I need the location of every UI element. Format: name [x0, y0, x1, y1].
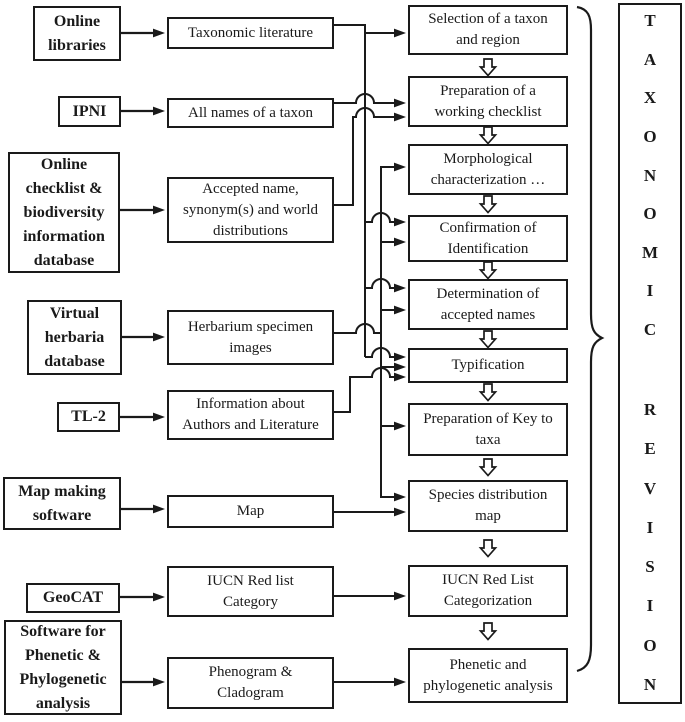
node-preparation-key-taxa: Preparation of Key to taxa: [408, 403, 568, 456]
node-label: Taxonomic literature: [187, 24, 314, 41]
node-all-names-of-taxon: All names of a taxon: [167, 98, 334, 128]
node-typification: Typification: [408, 348, 568, 383]
node-label: Online libraries: [48, 12, 106, 54]
node-preparation-working-checklist: Preparation of a working checklist: [408, 76, 568, 127]
node-online-checklist-database: Online checklist & biodiversity informat…: [8, 152, 120, 273]
node-label: Determination of accepted names: [436, 285, 540, 323]
left-to-middle-arrow-lines: [120, 31, 153, 684]
node-map: Map: [167, 495, 334, 528]
flow-network-arrowheads: [394, 28, 406, 687]
node-iucn-red-list-categorization: IUCN Red List Categorization: [408, 565, 568, 617]
node-label: Accepted name, synonym(s) and world dist…: [183, 180, 318, 239]
node-label: Confirmation of Identification: [439, 219, 537, 257]
node-label: Herbarium specimen images: [187, 318, 314, 356]
node-species-distribution-map: Species distribution map: [408, 480, 568, 532]
node-ipni: IPNI: [58, 96, 121, 127]
node-taxonomic-literature: Taxonomic literature: [167, 17, 334, 49]
node-label: Morphological characterization …: [430, 150, 546, 188]
node-label: Typification: [451, 357, 525, 373]
letter: R: [643, 400, 657, 419]
node-label: Selection of a taxon and region: [428, 11, 548, 48]
node-selection-taxon-region: Selection of a taxon and region: [408, 5, 568, 55]
node-information-authors-literature: Information about Authors and Literature: [167, 390, 334, 440]
node-label: Phenetic and phylogenetic analysis: [423, 656, 553, 694]
node-label: All names of a taxon: [188, 104, 313, 121]
node-confirmation-identification: Confirmation of Identification: [408, 215, 568, 262]
node-map-making-software: Map making software: [3, 477, 121, 530]
trunk-herbarium-down: [380, 333, 394, 498]
node-virtual-herbaria-database: Virtual herbaria database: [27, 300, 122, 375]
node-label: TL-2: [71, 408, 106, 425]
flow-network-lines: [334, 24, 394, 683]
letter: I: [646, 281, 654, 301]
node-label: Preparation of Key to taxa: [423, 410, 553, 448]
letter: I: [646, 517, 654, 537]
node-label: IUCN Red List Categorization: [442, 572, 534, 609]
letter: E: [644, 439, 656, 459]
letter: T: [644, 11, 656, 30]
letter: O: [643, 126, 657, 146]
letter: S: [645, 557, 655, 577]
node-morphological-characterization: Morphological characterization …: [408, 144, 568, 195]
node-geocat: GeoCAT: [26, 583, 120, 613]
node-iucn-red-list-category: IUCN Red list Category: [167, 566, 334, 617]
revision-label: R E V I S I O N: [643, 401, 656, 693]
node-herbarium-specimen-images: Herbarium specimen images: [167, 310, 334, 365]
node-label: Map: [236, 503, 265, 519]
letter: I: [646, 596, 654, 616]
node-label: Online checklist & biodiversity informat…: [23, 155, 105, 269]
node-phenetic-phylogenetic-analysis: Phenetic and phylogenetic analysis: [408, 648, 568, 703]
node-label: Software for Phenetic & Phylogenetic ana…: [19, 622, 107, 712]
trunk-herbarium: [380, 166, 394, 333]
left-to-middle-arrowheads: [153, 28, 165, 687]
letter: O: [643, 204, 657, 224]
letter: N: [643, 674, 657, 694]
node-tl-2: TL-2: [57, 402, 120, 432]
letter: A: [643, 49, 657, 69]
node-label: GeoCAT: [42, 589, 104, 606]
node-label: IUCN Red list Category: [207, 572, 294, 610]
node-label: Map making software: [18, 482, 106, 524]
trunk-taxonomic-literature: [334, 24, 366, 357]
letter: X: [643, 88, 657, 108]
letter: C: [643, 320, 657, 339]
node-determination-accepted-names: Determination of accepted names: [408, 279, 568, 330]
taxonomic-label: T A X O N O M I C: [642, 12, 658, 338]
taxonomic-revision-panel: T A X O N O M I C R E V I S I O N: [618, 3, 682, 704]
node-online-libraries: Online libraries: [33, 6, 121, 61]
node-label: Preparation of a working checklist: [434, 82, 542, 120]
node-label: Information about Authors and Literature: [182, 396, 319, 433]
node-label: Phenogram & Cladogram: [208, 664, 293, 701]
node-accepted-name-synonyms: Accepted name, synonym(s) and world dist…: [167, 177, 334, 243]
curly-brace: [576, 5, 605, 673]
letter: M: [641, 242, 659, 262]
letter: N: [643, 165, 657, 185]
node-phenetic-software: Software for Phenetic & Phylogenetic ana…: [4, 620, 122, 715]
node-label: IPNI: [72, 102, 107, 120]
node-label: Species distribution map: [428, 487, 548, 524]
node-phenogram-cladogram: Phenogram & Cladogram: [167, 657, 334, 709]
letter: O: [643, 635, 657, 655]
node-label: Virtual herbaria database: [44, 304, 105, 370]
letter: V: [643, 478, 657, 498]
